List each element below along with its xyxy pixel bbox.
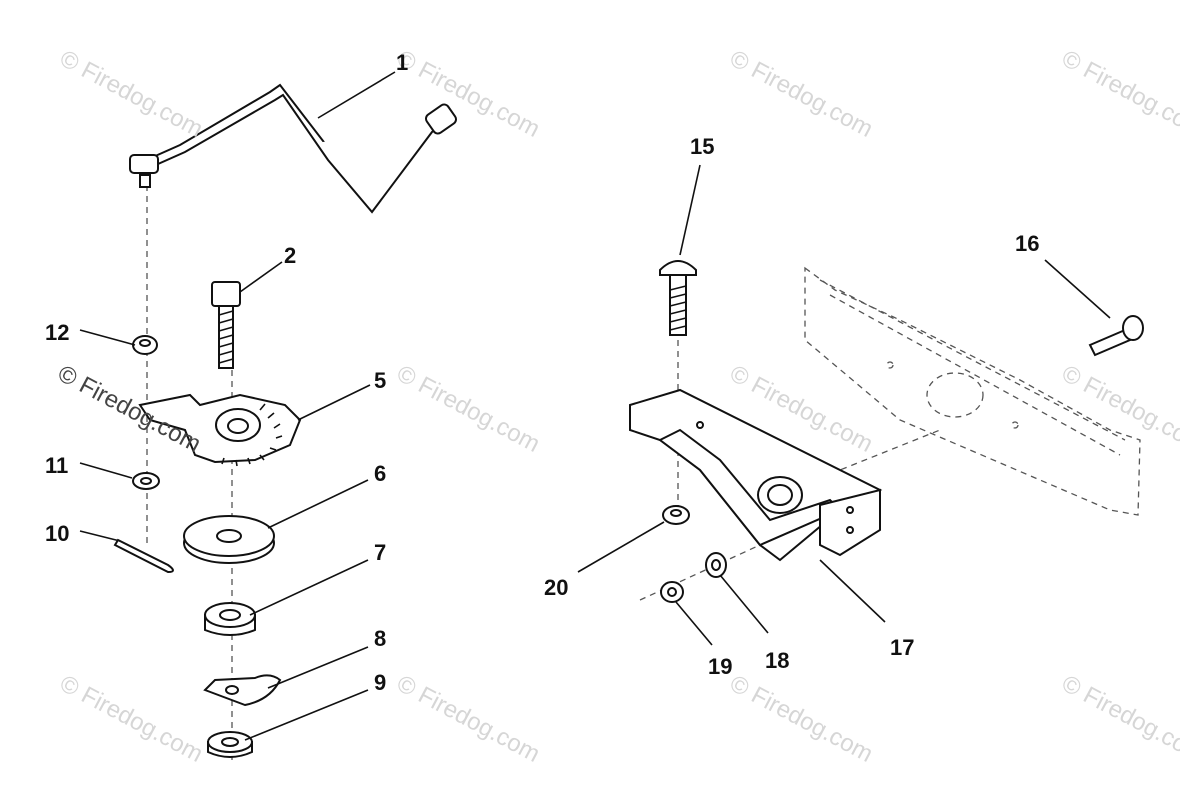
bracket-axis-line [639, 544, 761, 601]
callout-2: 2 [284, 243, 297, 268]
part-20-nut [662, 505, 690, 525]
callout-18: 18 [765, 648, 790, 673]
callout-8: 8 [374, 626, 387, 651]
part-16-bolt [1088, 315, 1144, 357]
part-9-nut [207, 731, 253, 758]
callout-5: 5 [374, 368, 387, 393]
part-18-nut [705, 552, 727, 578]
callout-11: 11 [45, 453, 69, 478]
part-6-washer [183, 515, 275, 564]
callout-10: 10 [45, 521, 70, 546]
part-10-cotter-pin [113, 538, 174, 574]
part-17-bracket [629, 388, 883, 562]
part-1-rod [129, 83, 457, 214]
part-12-nut [132, 335, 158, 355]
part-11-washer [132, 472, 160, 490]
callout-6: 6 [374, 461, 387, 486]
part-8-clip [203, 674, 282, 707]
left-leader-lines [79, 71, 396, 741]
part-7-nut [204, 602, 256, 636]
callout-1: 1 [396, 50, 409, 75]
part-19-nut [660, 581, 684, 603]
callout-7: 7 [374, 540, 387, 565]
callout-20: 20 [544, 575, 569, 600]
callout-17: 17 [890, 635, 915, 660]
callout-19: 19 [708, 654, 733, 679]
callout-9: 9 [374, 670, 387, 695]
callout-12: 12 [45, 320, 70, 345]
part-15-carriage-bolt [659, 260, 697, 336]
right-leader-lines [577, 164, 1111, 646]
callout-15: 15 [690, 134, 715, 159]
part-2-bolt [211, 281, 241, 369]
callout-16: 16 [1015, 231, 1040, 256]
part-5-sector-gear [138, 393, 302, 467]
frame-outline [804, 266, 1141, 516]
